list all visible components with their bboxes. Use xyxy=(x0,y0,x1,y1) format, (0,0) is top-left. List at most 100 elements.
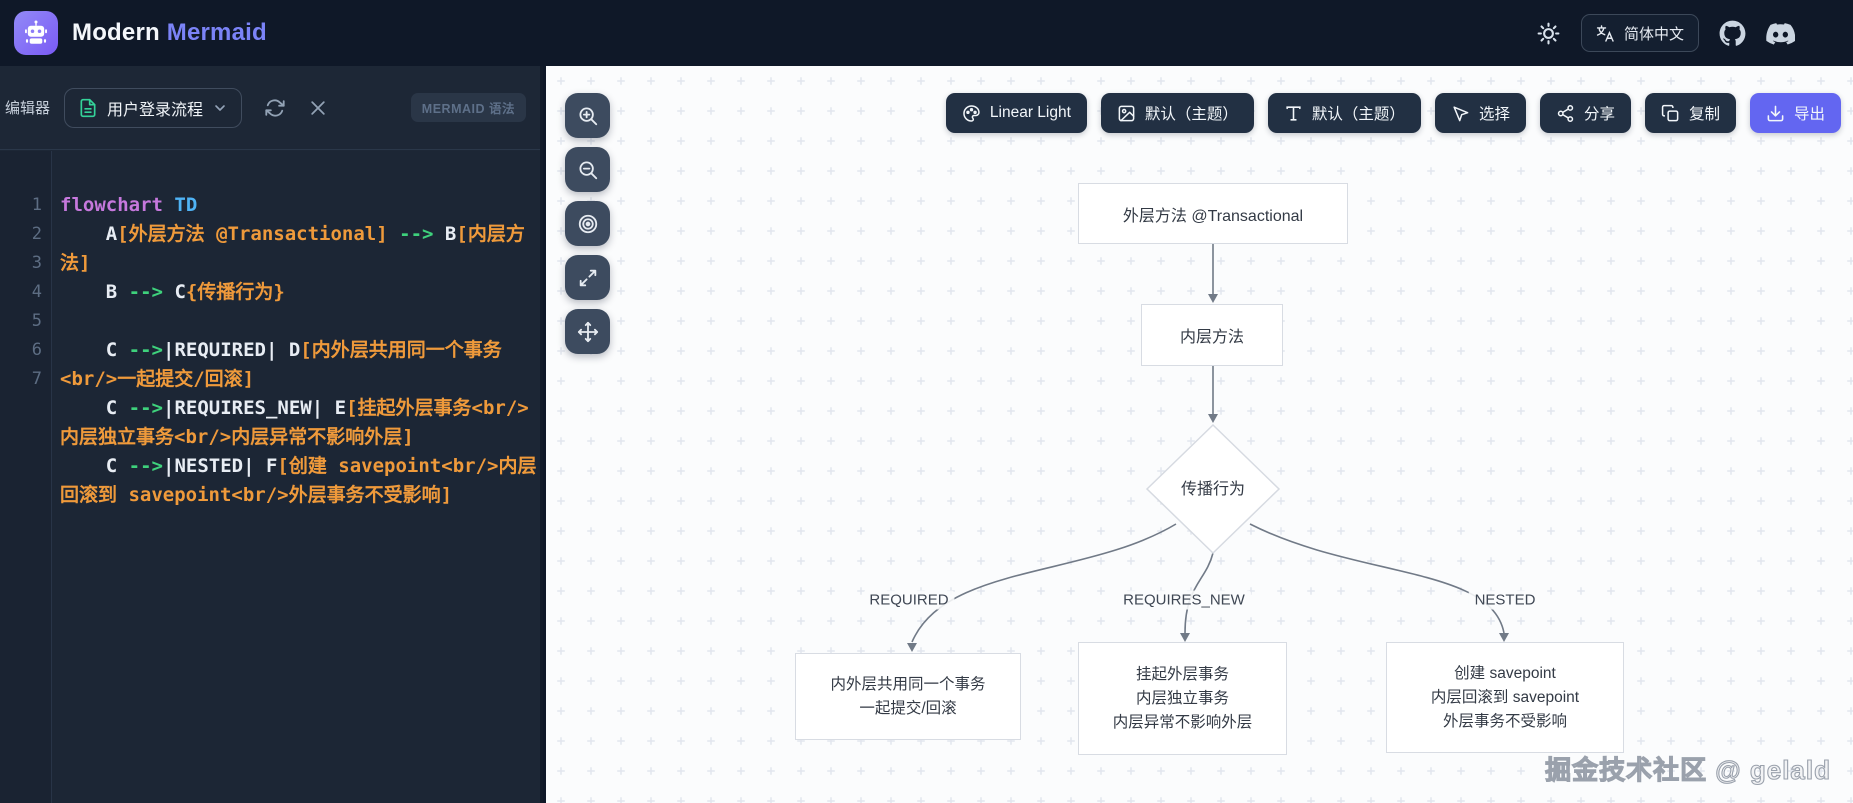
expand-icon xyxy=(579,269,596,286)
code-row: A[外层方法 @Transactional] --> B[内层方 xyxy=(105,223,525,245)
palette-icon xyxy=(963,104,980,122)
refresh-button[interactable] xyxy=(264,97,286,119)
line-number: 3 xyxy=(31,253,42,273)
node-requires-new-line3: 内层异常不影响外层 xyxy=(1112,713,1253,731)
edge-label-requires-new: REQUIRES_NEW xyxy=(1117,590,1251,610)
copy-label: 复制 xyxy=(1688,106,1720,123)
zoom-in-button[interactable] xyxy=(565,93,610,138)
github-button[interactable] xyxy=(1719,20,1746,47)
editor-toolbar: 编辑器 用户登录流程 MERMAI xyxy=(0,66,540,150)
node-required-result[interactable]: 内外层共用同一个事务 一起提交/回滚 xyxy=(795,653,1021,740)
share-button[interactable]: 分享 xyxy=(1539,93,1631,133)
code-row xyxy=(60,307,534,336)
node-inner-method-label: 内层方法 xyxy=(1179,329,1244,346)
refresh-icon xyxy=(265,98,285,117)
header-actions: 简体中文 xyxy=(1536,0,1795,66)
node-outer-method[interactable]: 外层方法 @Transactional xyxy=(1078,183,1348,244)
share-label: 分享 xyxy=(1583,106,1615,123)
diagram-file-selector[interactable]: 用户登录流程 xyxy=(64,87,243,128)
app-logo xyxy=(14,11,58,55)
code-row: <br/>一起提交/回滚] xyxy=(60,368,255,390)
select-mode-label: 选择 xyxy=(1478,106,1510,123)
layout-style-button[interactable]: Linear Light xyxy=(945,93,1087,133)
editor-sidebar: 编辑器 用户登录流程 MERMAI xyxy=(0,66,543,803)
line-number: 2 xyxy=(31,224,42,244)
node-outer-method-label: 外层方法 @Transactional xyxy=(1122,207,1304,225)
zoom-in-icon xyxy=(578,106,597,125)
sun-icon xyxy=(1537,22,1560,44)
decision-diamond[interactable] xyxy=(1145,423,1281,555)
node-nested-line1: 创建 savepoint xyxy=(1454,664,1556,682)
title-primary: Modern xyxy=(72,19,160,46)
arrowhead-c-e xyxy=(1180,633,1190,642)
diagram-canvas[interactable]: Linear Light 默认（主题） 默认（主题） 选择 xyxy=(546,66,1853,803)
code-row: C -->|REQUIRED| D[内外层共用同一个事务 xyxy=(105,339,502,361)
file-text-icon xyxy=(80,98,96,117)
close-editor-button[interactable] xyxy=(308,98,328,118)
arrowhead-c-d xyxy=(907,643,917,652)
edge-label-required: REQUIRED xyxy=(863,590,955,610)
line-number: 4 xyxy=(31,282,42,302)
move-icon xyxy=(577,321,598,342)
panel-label: 编辑器 xyxy=(5,100,51,117)
watermark: 掘金技术社区 @ gelald xyxy=(1545,754,1831,785)
app-header: Modern Mermaid 简体中文 xyxy=(0,0,1853,66)
background-theme-button[interactable]: 默认（主题） xyxy=(1100,93,1254,133)
copy-button[interactable]: 复制 xyxy=(1644,93,1736,133)
flowchart-edges xyxy=(907,244,1509,652)
font-theme-button[interactable]: 默认（主题） xyxy=(1267,93,1421,133)
fit-screen-button[interactable] xyxy=(565,255,610,300)
line-number: 1 xyxy=(31,195,42,215)
line-number xyxy=(0,423,51,452)
line-number: 7 xyxy=(31,369,42,389)
image-icon xyxy=(1118,105,1135,121)
node-requires-new-result[interactable]: 挂起外层事务 内层独立事务 内层异常不影响外层 xyxy=(1078,642,1287,755)
text-icon xyxy=(1286,105,1301,121)
pan-button[interactable] xyxy=(565,309,610,354)
arrowhead-b-c xyxy=(1208,414,1218,423)
export-label: 导出 xyxy=(1793,106,1825,123)
zoom-out-button[interactable] xyxy=(565,147,610,192)
edge-c-e xyxy=(1184,552,1214,634)
node-required-line1: 内外层共用同一个事务 xyxy=(830,675,986,693)
reset-view-button[interactable] xyxy=(565,201,610,246)
decision-diamond-label: 传播行为 xyxy=(1180,481,1245,498)
code-row: C -->|NESTED| F[创建 savepoint<br/>内层 xyxy=(105,455,537,477)
code-row: B --> C{传播行为} xyxy=(105,281,285,303)
node-nested-line2: 内层回滚到 savepoint xyxy=(1430,688,1580,706)
arrowhead-c-f xyxy=(1499,633,1509,642)
code-row: 回滚到 savepoint<br/>外层事务不受影响] xyxy=(60,484,453,506)
select-mode-button[interactable]: 选择 xyxy=(1434,93,1526,133)
edge-label-nested: NESTED xyxy=(1468,590,1542,610)
code-row: 内层独立事务<br/>内层异常不影响外层] xyxy=(60,426,414,448)
zoom-tool-rail xyxy=(565,93,610,354)
discord-button[interactable] xyxy=(1766,19,1795,48)
selected-file-name: 用户登录流程 xyxy=(107,101,204,119)
export-button[interactable]: 导出 xyxy=(1749,93,1841,133)
language-label: 简体中文 xyxy=(1623,25,1684,43)
line-number: 6 xyxy=(31,340,42,360)
syntax-badge: MERMAID 语法 xyxy=(410,93,526,122)
language-selector-button[interactable]: 简体中文 xyxy=(1580,14,1699,52)
line-number xyxy=(0,452,51,481)
edge-c-d xyxy=(911,523,1177,643)
node-requires-new-line1: 挂起外层事务 xyxy=(1135,665,1229,683)
page-title: Modern Mermaid xyxy=(72,19,267,47)
node-nested-result[interactable]: 创建 savepoint 内层回滚到 savepoint 外层事务不受影响 xyxy=(1386,642,1624,753)
close-icon xyxy=(311,100,325,115)
font-theme-label: 默认（主题） xyxy=(1311,106,1405,123)
translate-icon xyxy=(1596,24,1614,42)
target-icon xyxy=(578,214,597,233)
code-row: 法] xyxy=(60,252,91,274)
github-icon xyxy=(1719,20,1746,46)
background-theme-label: 默认（主题） xyxy=(1144,106,1238,123)
share-icon xyxy=(1557,104,1574,122)
theme-toggle-button[interactable] xyxy=(1536,21,1561,46)
node-inner-method[interactable]: 内层方法 xyxy=(1141,304,1283,366)
download-icon xyxy=(1767,105,1784,121)
chevron-down-icon xyxy=(215,104,225,111)
edge-c-f xyxy=(1249,523,1505,634)
node-requires-new-line2: 内层独立事务 xyxy=(1135,689,1229,707)
